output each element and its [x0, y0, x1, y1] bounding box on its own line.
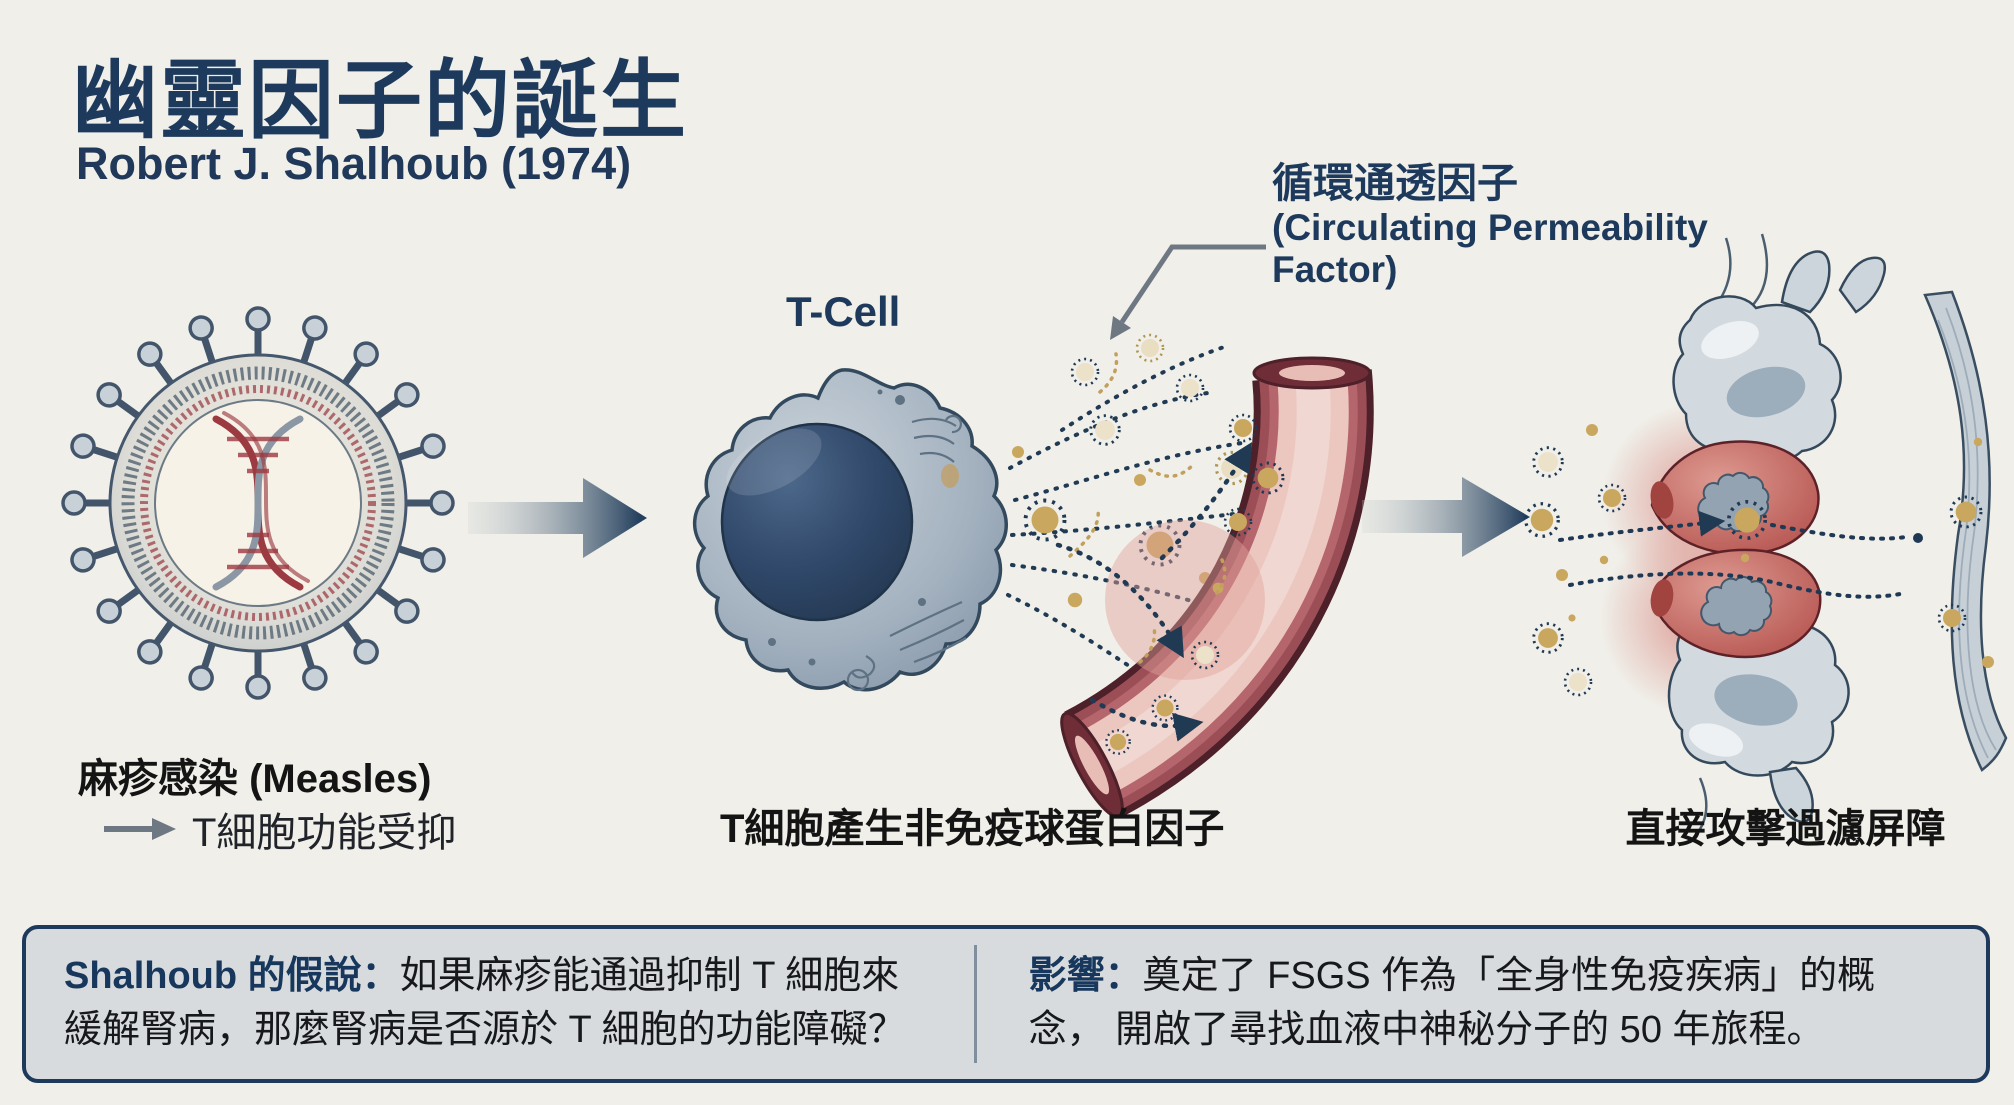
flow-arrow-right-icon [468, 478, 647, 558]
measles-virus-illustration [63, 308, 453, 698]
red-cell-lower [1650, 548, 1822, 659]
impact-text: 影響：奠定了 FSGS 作為「全身性免疫疾病」的概 念， 開啟了尋找血液中神秘分… [1028, 955, 1876, 1051]
tcell-nucleus [720, 422, 914, 622]
tcell-organelles [846, 414, 967, 692]
filtration-barrier-illustration [1524, 233, 2008, 843]
page-title: 幽靈因子的誕生 [72, 53, 688, 149]
vessel-flow-arrows [1055, 442, 1253, 742]
blood-vessel-illustration [1055, 356, 1374, 819]
podocyte-upper [1672, 233, 1886, 465]
impact-label: 影響： [1028, 955, 1143, 998]
cpf-pointer-arrow-icon [1110, 244, 1266, 340]
tcell-label: T-Cell [786, 288, 901, 335]
measles-subcaption: T細胞功能受抑 [100, 800, 456, 858]
page-subtitle: Robert J. Shalhoub (1974) [76, 138, 632, 189]
hypothesis-text: Shalhoub 的假說：如果麻疹能通過抑制 T 細胞來 緩解腎病，那麼腎病是否… [64, 955, 906, 1051]
summary-box: Shalhoub 的假說：如果麻疹能通過抑制 T 細胞來 緩解腎病，那麼腎病是否… [22, 925, 1990, 1083]
tcell-caption: T細胞產生非免疫球蛋白因子 [720, 807, 1225, 851]
tcell-illustration [692, 368, 1008, 692]
cpf-label-en-1: (Circulating Permeability [1272, 206, 1708, 248]
right-arrow-icon [104, 818, 176, 840]
flow-arrow-right-icon-2 [1362, 477, 1530, 557]
measles-caption: 麻疹感染 (Measles) [78, 757, 432, 801]
measles-subcaption-text: T細胞功能受抑 [192, 811, 457, 855]
footer-divider [973, 945, 977, 1063]
cpf-label-zh: 循環通透因子 [1272, 160, 1518, 206]
cpf-label: 循環通透因子 (Circulating Permeability Factor) [1272, 160, 1708, 291]
virus-dna-helix [212, 411, 310, 591]
barrier-caption: 直接攻擊過濾屏障 [1625, 807, 1946, 851]
hypothesis-label: Shalhoub 的假說： [64, 955, 400, 998]
barrier-particle-trail [1558, 499, 1923, 599]
cpf-label-en-2: Factor) [1272, 248, 1398, 290]
